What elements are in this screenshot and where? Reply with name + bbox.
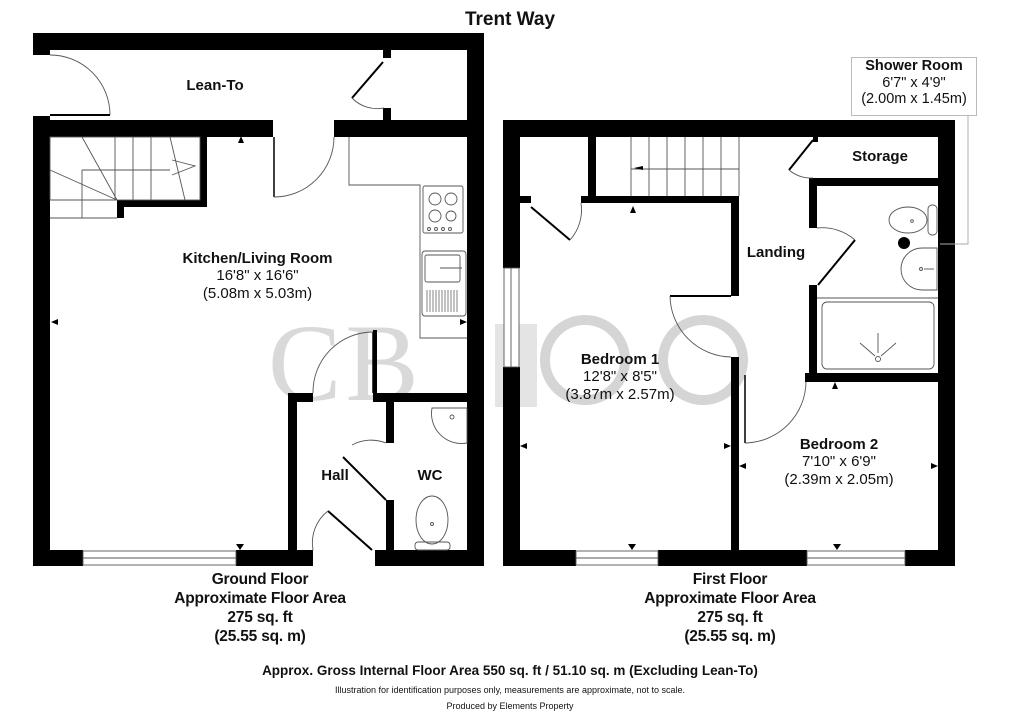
wall <box>938 120 955 566</box>
wall <box>503 120 955 137</box>
room-label-landing: Landing <box>746 244 806 261</box>
wall <box>658 550 807 566</box>
room-label-kitchen-living: Kitchen/Living Room 16'8" x 16'6" (5.08m… <box>150 250 365 302</box>
room-label-bedroom-2: Bedroom 2 7'10" x 6'9" (2.39m x 2.05m) <box>768 436 910 488</box>
room-dims-imperial: 16'8" x 16'6" <box>216 267 299 285</box>
wall <box>386 400 394 443</box>
wall <box>200 137 207 207</box>
wall <box>809 178 955 186</box>
room-dims-imperial: 12'8" x 8'5" <box>583 368 657 386</box>
wall <box>33 33 50 55</box>
room-name: Bedroom 1 <box>580 351 660 368</box>
wall <box>288 393 297 558</box>
wall <box>905 550 955 566</box>
room-dims-imperial: 6'7" x 4'9" <box>882 74 946 91</box>
wall <box>581 196 739 203</box>
wall <box>588 137 596 203</box>
wall <box>33 116 50 566</box>
room-dims-imperial: 7'10" x 6'9" <box>802 453 876 471</box>
producer-credit: Produced by Elements Property <box>446 701 574 711</box>
room-label-lean-to: Lean-To <box>186 77 244 94</box>
wall <box>373 330 377 400</box>
wall <box>520 196 531 203</box>
ground-floor-caption: Ground Floor Approximate Floor Area 275 … <box>174 571 346 645</box>
wall <box>33 33 484 50</box>
wall <box>383 108 391 120</box>
wall <box>386 500 394 552</box>
wall <box>33 550 83 566</box>
room-dims-metric: (2.00m x 1.45m) <box>861 91 967 108</box>
first-floor-caption: First Floor Approximate Floor Area 275 s… <box>644 571 816 645</box>
room-dims-metric: (2.39m x 2.05m) <box>784 470 894 488</box>
room-label-wc: WC <box>417 467 443 484</box>
room-label-hall: Hall <box>321 467 349 484</box>
room-name: Shower Room <box>865 58 963 74</box>
wall <box>467 33 484 136</box>
wall <box>731 196 739 296</box>
wall <box>731 357 739 557</box>
wall <box>805 373 955 382</box>
wall <box>809 285 817 375</box>
wall <box>375 550 484 566</box>
wall <box>334 120 484 137</box>
wall <box>503 367 520 566</box>
wall <box>33 120 273 137</box>
room-label-bedroom-1: Bedroom 1 12'8" x 8'5" (3.87m x 2.57m) <box>550 351 690 403</box>
room-callout-shower-room: Shower Room 6'7" x 4'9" (2.00m x 1.45m) <box>851 57 977 116</box>
plan-title: Trent Way <box>464 9 556 30</box>
wall <box>117 200 207 207</box>
wall <box>288 393 313 402</box>
wall <box>383 50 391 58</box>
disclaimer-text: Illustration for identification purposes… <box>334 685 685 695</box>
room-name: Kitchen/Living Room <box>182 250 333 267</box>
wall <box>117 200 124 218</box>
wall <box>813 137 818 142</box>
gross-area-text: Approx. Gross Internal Floor Area 550 sq… <box>262 663 758 678</box>
room-dims-metric: (3.87m x 2.57m) <box>565 385 675 403</box>
room-label-storage: Storage <box>852 148 908 165</box>
wall <box>503 120 520 268</box>
wall <box>503 550 576 566</box>
room-name: Bedroom 2 <box>799 436 879 453</box>
wall <box>467 120 484 566</box>
wall <box>809 178 817 228</box>
wall <box>373 393 473 402</box>
room-dims-metric: (5.08m x 5.03m) <box>202 284 313 302</box>
